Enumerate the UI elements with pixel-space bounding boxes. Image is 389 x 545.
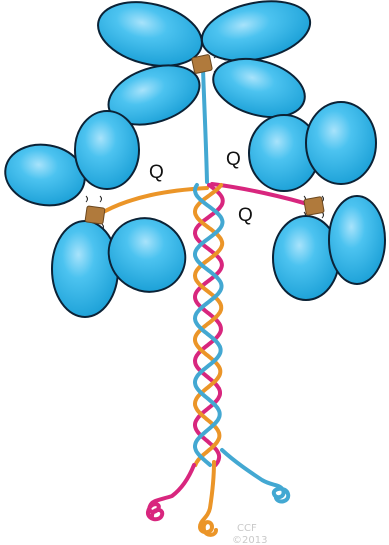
left-lobe-lower-left: [52, 221, 118, 317]
magenta-tail: [148, 465, 194, 519]
orange-tail: [200, 462, 216, 535]
right-lobe-upper-right: [306, 102, 376, 184]
blue-tail: [222, 450, 288, 501]
right-hinge-block: [304, 197, 325, 216]
credit-line-1: CCF: [237, 523, 257, 534]
q-label-right-bottom: Q: [238, 205, 253, 226]
coiled-coil-helix: [195, 185, 223, 465]
left-lobe-upper-right: [75, 111, 139, 189]
top-lobe-upper-left: [91, 0, 208, 76]
q-label-right-top: Q: [226, 149, 241, 170]
right-domain-group: [249, 102, 385, 300]
left-orange-strand: [98, 188, 207, 215]
left-domain-group: [0, 111, 198, 317]
top-blue-strand: [203, 68, 207, 182]
q-label-left: Q: [149, 162, 164, 183]
top-hinge-block: [192, 54, 213, 73]
credit-line-2: ©2013: [232, 535, 267, 545]
right-lobe-lower-right: [329, 196, 385, 284]
top-lobe-lower-right: [206, 49, 311, 127]
left-hinge-block: [85, 206, 105, 224]
